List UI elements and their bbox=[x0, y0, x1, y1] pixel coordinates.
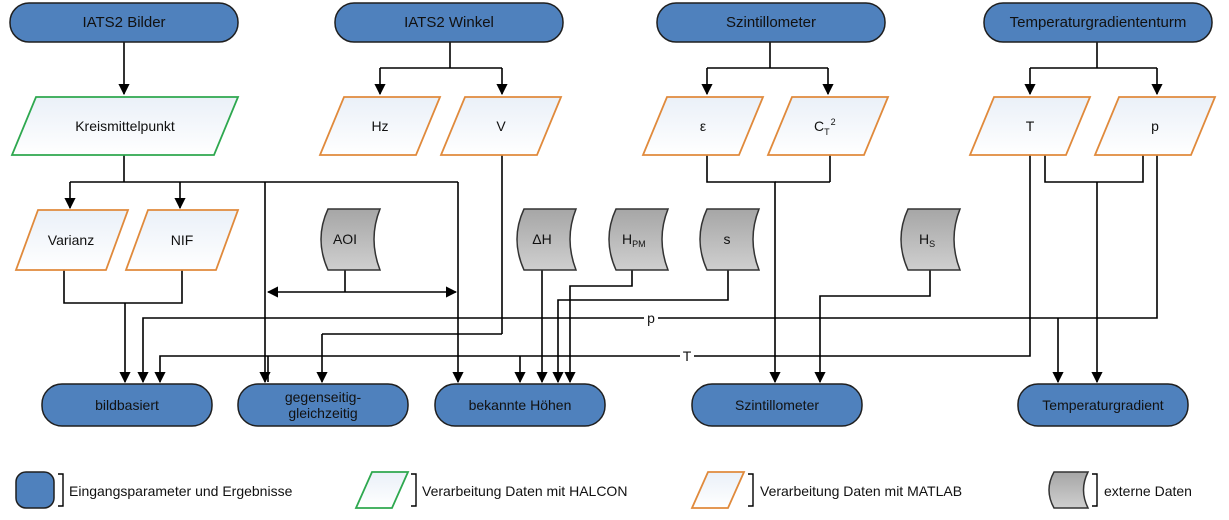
external-s: s bbox=[699, 208, 761, 271]
szintillometer-result-label: Szintillometer bbox=[735, 397, 819, 413]
gegenseitig-label-line1: gegenseitig- bbox=[285, 389, 362, 405]
h-s-label: HS bbox=[919, 231, 935, 249]
input-szintillometer: Szintillometer bbox=[656, 2, 886, 43]
gegenseitig-label-line2: gleichzeitig bbox=[288, 405, 357, 421]
legend-item-orange: Verarbeitung Daten mit MATLAB bbox=[690, 471, 962, 509]
t-label: T bbox=[1026, 118, 1035, 134]
external-aoi: AOI bbox=[320, 208, 382, 271]
matlab-hz: Hz bbox=[318, 96, 442, 156]
t-line-label: T bbox=[683, 348, 692, 364]
v-label: V bbox=[496, 118, 506, 134]
external-delta-h: ΔH bbox=[516, 208, 578, 271]
matlab-t: T bbox=[968, 96, 1092, 156]
input-iats2-bilder: IATS2 Bilder bbox=[9, 2, 239, 43]
hz-label: Hz bbox=[371, 118, 388, 134]
input-temperaturgradiententurm-label: Temperaturgradiententurm bbox=[1010, 14, 1187, 31]
matlab-varianz: Varianz bbox=[14, 209, 130, 271]
h-pm-label: HPM bbox=[622, 231, 646, 249]
result-bekannte-hoehen: bekannte Höhen bbox=[434, 383, 606, 427]
legend-blue-label: Eingangsparameter und Ergebnisse bbox=[69, 483, 293, 499]
bekannte-hoehen-label: bekannte Höhen bbox=[469, 397, 572, 413]
legend-green-label: Verarbeitung Daten mit HALCON bbox=[422, 483, 627, 499]
connector-lines bbox=[63, 42, 1163, 384]
s-label: s bbox=[724, 231, 731, 247]
matlab-epsilon: ε bbox=[641, 96, 765, 156]
p-label: p bbox=[1151, 118, 1159, 134]
input-iats2-winkel-label: IATS2 Winkel bbox=[404, 14, 494, 31]
legend: Eingangsparameter und Ergebnisse Verarbe… bbox=[15, 471, 1192, 509]
result-temperaturgradient: Temperaturgradient bbox=[1017, 383, 1189, 427]
ct2-label: CT2 bbox=[814, 117, 836, 137]
p-line-label: p bbox=[647, 310, 655, 326]
legend-item-gray: externe Daten bbox=[1048, 471, 1192, 509]
matlab-ct2: CT2 bbox=[766, 96, 890, 156]
result-szintillometer: Szintillometer bbox=[691, 383, 863, 427]
bildbasiert-label: bildbasiert bbox=[95, 397, 159, 413]
input-temperaturgradiententurm: Temperaturgradiententurm bbox=[983, 2, 1213, 43]
matlab-p: p bbox=[1093, 96, 1217, 156]
halcon-kreismittelpunkt: Kreismittelpunkt bbox=[10, 96, 240, 156]
result-gegenseitig-gleichzeitig: gegenseitig- gleichzeitig bbox=[237, 383, 409, 427]
legend-item-blue: Eingangsparameter und Ergebnisse bbox=[15, 471, 293, 509]
input-szintillometer-label: Szintillometer bbox=[726, 14, 816, 31]
external-h-s: HS bbox=[900, 208, 962, 271]
legend-item-green: Verarbeitung Daten mit HALCON bbox=[354, 471, 627, 509]
legend-gray-label: externe Daten bbox=[1104, 483, 1192, 499]
result-bildbasiert: bildbasiert bbox=[41, 383, 213, 427]
matlab-nif: NIF bbox=[124, 209, 240, 271]
kreismittelpunkt-label: Kreismittelpunkt bbox=[75, 118, 175, 134]
input-iats2-bilder-label: IATS2 Bilder bbox=[82, 14, 165, 31]
epsilon-label: ε bbox=[700, 118, 706, 134]
line-labels: p T bbox=[644, 310, 694, 364]
delta-h-label: ΔH bbox=[532, 231, 551, 247]
varianz-label: Varianz bbox=[48, 232, 94, 248]
nif-label: NIF bbox=[171, 232, 194, 248]
matlab-v: V bbox=[439, 96, 563, 156]
legend-orange-label: Verarbeitung Daten mit MATLAB bbox=[760, 483, 962, 499]
input-iats2-winkel: IATS2 Winkel bbox=[334, 2, 564, 43]
aoi-label: AOI bbox=[333, 231, 357, 247]
temperaturgradient-label: Temperaturgradient bbox=[1042, 397, 1164, 413]
external-h-pm: HPM bbox=[608, 208, 670, 271]
